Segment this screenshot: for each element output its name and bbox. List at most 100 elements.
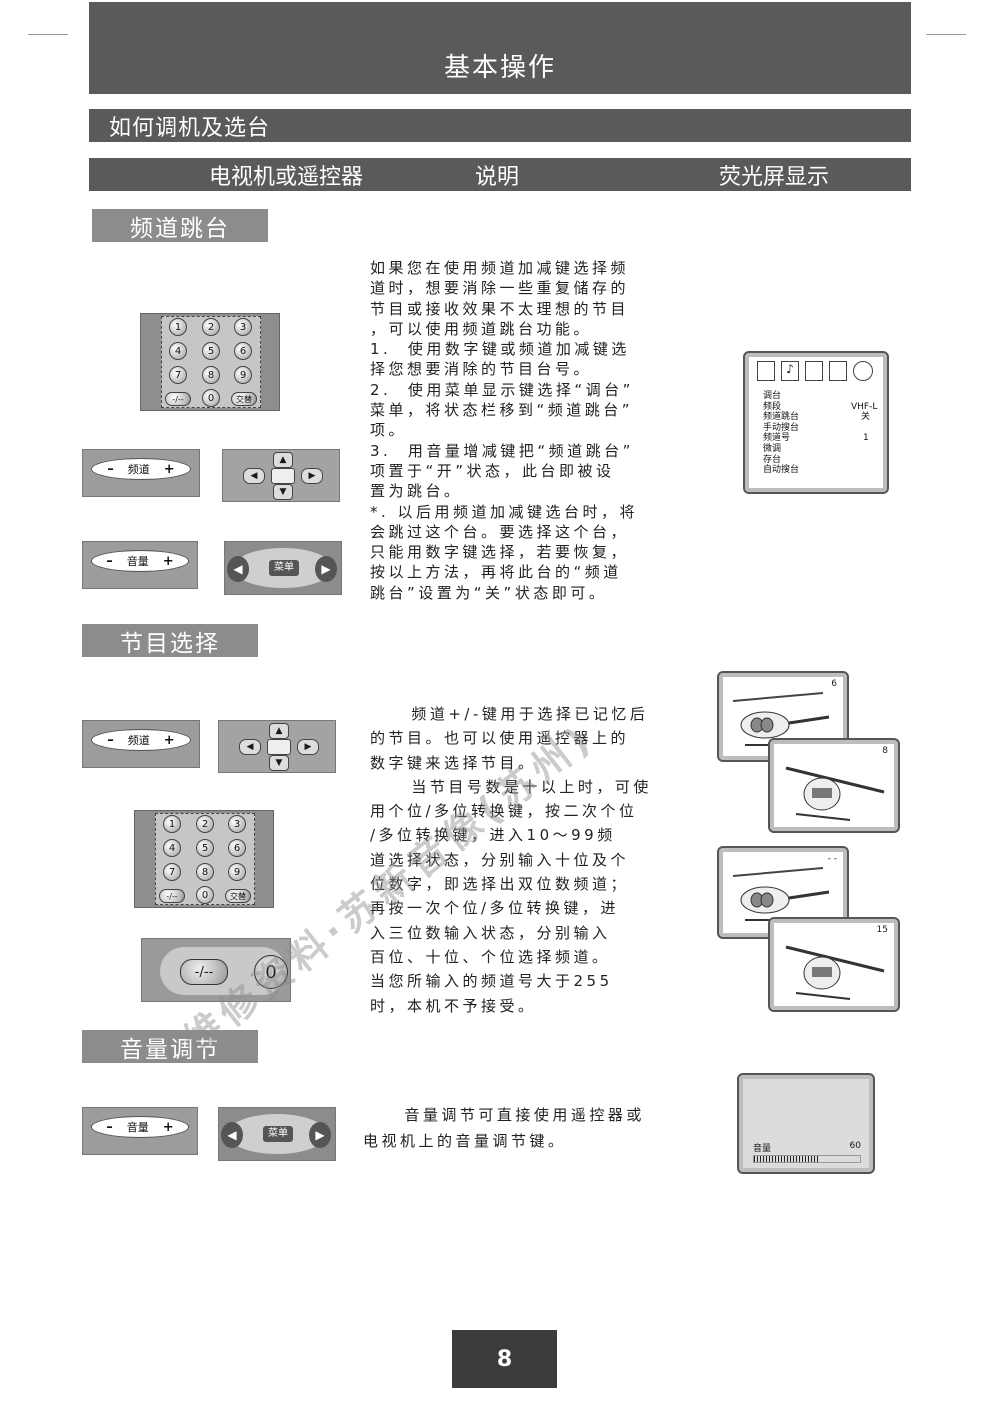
page-number-box: 8 [452, 1330, 557, 1388]
section-title-bar: 如何调机及选台 [89, 109, 911, 142]
volume-up-remote-key[interactable]: ▶ [315, 556, 337, 582]
osd-menu-item-1: 频段 [763, 401, 782, 412]
crop-mark-right [926, 34, 966, 35]
digit-switch-key[interactable]: -/-- [159, 889, 185, 903]
program-select-description: 频道+/-键用于选择已记忆后 的节目。也可以使用遥控器上的 数字键来选择节目。 … [370, 705, 652, 1015]
volume-level-fill [754, 1156, 818, 1162]
nav-left-icon[interactable]: ◀ [239, 739, 261, 755]
volume-key-label: 音量 [126, 1121, 149, 1134]
nav-down-icon[interactable]: ▼ [269, 755, 289, 771]
channel-up-key[interactable]: + [163, 461, 175, 477]
nav-left-icon[interactable]: ◀ [243, 468, 265, 484]
volume-down-key[interactable]: – [106, 1119, 113, 1135]
digit-key-3[interactable]: 3 [234, 318, 252, 336]
section-title: 如何调机及选台 [109, 115, 271, 141]
column-header-bar: 电视机或遥控器 说明 荧光屏显示 [89, 158, 911, 191]
helicopter-icon [732, 692, 830, 746]
tv-channel-key-panel: – 频道 + [82, 449, 200, 497]
osd-menu-item-2: 频道跳台 [763, 412, 800, 423]
screen-channel-6: 6 [717, 671, 849, 762]
menu-key-label: 菜单 [268, 1128, 288, 1139]
volume-key-label: 音量 [126, 555, 149, 568]
osd-channel-value: 1 [863, 433, 869, 444]
helicopter-icon [732, 867, 830, 921]
channel-key-label: 频道 [127, 463, 150, 476]
swap-key[interactable]: 交替 [231, 392, 257, 406]
menu-icon-row: ♪ [757, 361, 881, 385]
digit-key-4[interactable]: 4 [169, 342, 187, 360]
digit-key-7[interactable]: 7 [169, 366, 187, 384]
remote-menu-cluster: ◀ 菜单 ▶ [224, 541, 342, 595]
digit-key-9[interactable]: 9 [234, 366, 252, 384]
nav-center-icon[interactable] [271, 468, 295, 484]
screen-channel-8: 8 [768, 738, 900, 833]
column-header-description: 说明 [475, 164, 520, 190]
channel-key-label: 频道 [127, 734, 150, 747]
volume-up-remote-key[interactable]: ▶ [309, 1122, 331, 1148]
volume-down-remote-key[interactable]: ◀ [227, 556, 249, 582]
osd-menu-item-0: 调台 [763, 391, 782, 401]
page-title: 基本操作 [443, 52, 556, 83]
volume-up-key[interactable]: + [162, 1119, 174, 1135]
volume-up-key[interactable]: + [162, 553, 174, 569]
osd-menu-item-3: 手动搜台 [763, 422, 800, 433]
crop-mark-left [28, 34, 68, 35]
digit-key-1[interactable]: 1 [169, 318, 187, 336]
tv-channel-key-panel-2: – 频道 + [82, 720, 200, 768]
screen-channel-number: 8 [882, 746, 888, 756]
digit-key-0[interactable]: 0 [196, 886, 214, 904]
column-header-screen: 荧光屏显示 [719, 164, 830, 190]
nav-right-icon[interactable]: ▶ [297, 739, 319, 755]
nav-up-icon[interactable]: ▲ [273, 452, 293, 468]
swap-key[interactable]: 交替 [225, 889, 251, 903]
digit-key-0[interactable]: 0 [202, 389, 220, 407]
digit-key-5[interactable]: 5 [196, 839, 214, 857]
nav-up-icon[interactable]: ▲ [269, 723, 289, 739]
antenna-icon [805, 361, 823, 381]
section-label-text: 音量调节 [120, 1036, 220, 1063]
remote-nav-cluster-2: ▲ ◀ ▶ ▼ [218, 720, 336, 773]
digit-key-1[interactable]: 1 [163, 815, 181, 833]
clock-icon [853, 361, 873, 381]
channel-down-key[interactable]: – [107, 461, 114, 477]
digit-key-7[interactable]: 7 [163, 863, 181, 881]
volume-down-key[interactable]: – [106, 553, 113, 569]
screen-channel-number: 15 [876, 925, 888, 935]
nav-right-icon[interactable]: ▶ [301, 468, 323, 484]
sound-icon: ♪ [781, 361, 799, 381]
osd-menu-item-4: 频道号 [763, 433, 791, 444]
digit-switch-key-large[interactable]: -/-- [180, 959, 228, 985]
digit-key-8[interactable]: 8 [196, 863, 214, 881]
channel-up-key[interactable]: + [163, 732, 175, 748]
digit-key-5[interactable]: 5 [202, 342, 220, 360]
screen-channel-number: 6 [831, 679, 837, 689]
volume-down-remote-key[interactable]: ◀ [221, 1122, 243, 1148]
remote-menu-cluster-2: ◀ 菜单 ▶ [218, 1107, 336, 1161]
digit-key-0-large[interactable]: 0 [254, 955, 288, 989]
digit-key-2[interactable]: 2 [196, 815, 214, 833]
helicopter-front-icon [785, 945, 885, 1000]
nav-down-icon[interactable]: ▼ [273, 484, 293, 500]
nav-center-icon[interactable] [267, 739, 291, 755]
osd-menu-item-5: 微调 [763, 444, 782, 454]
helicopter-front-icon [785, 766, 885, 821]
channel-down-key[interactable]: – [107, 732, 114, 748]
column-header-device: 电视机或遥控器 [209, 164, 364, 190]
channel-skip-description: 如果您在使用频道加减键选择频 道时，想要消除一些重复储存的 节目或接收效果不太理… [370, 259, 639, 602]
digit-key-6[interactable]: 6 [228, 839, 246, 857]
page-number: 8 [496, 1346, 513, 1372]
osd-menu-item-6: 存台 [763, 454, 782, 465]
remote-nav-cluster: ▲ ◀ ▶ ▼ [222, 449, 340, 502]
section-label-text: 频道跳台 [130, 215, 230, 242]
digit-switch-key[interactable]: -/-- [165, 392, 191, 406]
menu-key[interactable]: 菜单 [269, 560, 299, 576]
screen-channel-15: 15 [768, 917, 900, 1012]
digit-key-2[interactable]: 2 [202, 318, 220, 336]
digit-key-9[interactable]: 9 [228, 863, 246, 881]
digit-key-8[interactable]: 8 [202, 366, 220, 384]
digit-key-3[interactable]: 3 [228, 815, 246, 833]
digit-key-6[interactable]: 6 [234, 342, 252, 360]
menu-key[interactable]: 菜单 [263, 1126, 293, 1142]
digit-key-4[interactable]: 4 [163, 839, 181, 857]
osd-volume-value: 60 [849, 1141, 861, 1151]
